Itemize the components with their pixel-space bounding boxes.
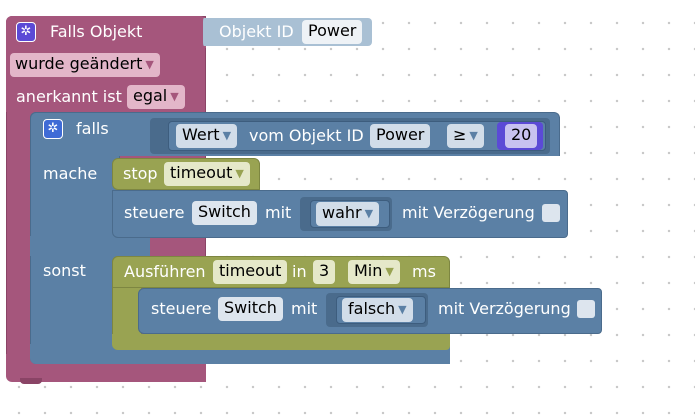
chevron-down-icon: ▼ xyxy=(398,303,407,316)
property-dropdown-text: Wert xyxy=(182,125,220,144)
ack-dropdown-text: egal xyxy=(133,86,168,105)
control-else-value-text: falsch xyxy=(348,299,396,318)
number-field[interactable]: 20 xyxy=(505,124,538,148)
operator-dropdown-text: ≥ xyxy=(453,125,467,144)
control-else-with: mit xyxy=(291,299,318,318)
number-field-text: 20 xyxy=(511,125,532,144)
object-id-label: Objekt ID xyxy=(219,22,294,41)
stop-timer-text: timeout xyxy=(170,163,233,182)
control-then-value-dropdown[interactable]: wahr▼ xyxy=(316,202,380,226)
trigger-dropdown-text: wurde geändert xyxy=(15,54,143,73)
condition-object-text: Power xyxy=(376,125,425,144)
condition-object-value[interactable]: Power xyxy=(370,124,431,148)
if-settings-icon[interactable]: ✲ xyxy=(43,119,63,139)
operator-dropdown[interactable]: ≥▼ xyxy=(447,124,484,148)
object-id-value[interactable]: Power xyxy=(302,20,363,44)
timeout-amount-text: 3 xyxy=(319,261,330,280)
timeout-in-label: in xyxy=(292,262,307,281)
chevron-down-icon: ▼ xyxy=(364,207,374,220)
event-block-bottom-notch xyxy=(20,378,42,384)
ack-label: anerkannt ist xyxy=(16,87,122,106)
stop-timer-dropdown[interactable]: timeout▼ xyxy=(164,162,250,186)
control-else-target-text: Switch xyxy=(224,298,277,317)
timeout-unit-text: Min xyxy=(354,261,383,280)
timeout-label: Ausführen xyxy=(124,262,206,281)
trigger-dropdown[interactable]: wurde geändert▼ xyxy=(10,53,160,77)
timeout-amount-field[interactable]: 3 xyxy=(313,260,336,284)
from-object-label: vom Objekt ID xyxy=(249,126,364,145)
timeout-unit-dropdown[interactable]: Min▼ xyxy=(348,260,400,284)
control-then-with: mit xyxy=(265,203,292,222)
stop-label: stop xyxy=(123,164,158,183)
chevron-down-icon: ▼ xyxy=(145,58,154,71)
event-settings-icon[interactable]: ✲ xyxy=(16,22,36,42)
then-label: mache xyxy=(43,164,98,183)
chevron-down-icon: ▼ xyxy=(222,129,232,142)
timeout-ms-label: ms xyxy=(412,262,436,281)
chevron-down-icon: ▼ xyxy=(235,167,244,180)
chevron-down-icon: ▼ xyxy=(170,90,179,103)
ack-dropdown[interactable]: egal▼ xyxy=(127,85,185,109)
timeout-timer-name[interactable]: timeout xyxy=(213,260,288,284)
if-then-else-divider xyxy=(30,236,150,256)
control-then-target-text: Switch xyxy=(198,202,251,221)
property-dropdown[interactable]: Wert▼ xyxy=(176,124,238,148)
else-label: sonst xyxy=(43,261,86,280)
event-title: Falls Objekt xyxy=(50,22,143,41)
control-then-value-text: wahr xyxy=(322,203,362,222)
object-id-text: Power xyxy=(308,21,357,40)
control-else-delay-checkbox[interactable] xyxy=(577,300,595,318)
timeout-footer xyxy=(112,334,450,350)
control-then-delay-label: mit Verzögerung xyxy=(402,203,535,222)
if-label: falls xyxy=(76,119,109,138)
event-block-header xyxy=(6,16,206,48)
control-then-delay-checkbox[interactable] xyxy=(542,204,560,222)
timeout-timer-text: timeout xyxy=(219,261,282,280)
control-else-target[interactable]: Switch xyxy=(218,297,283,321)
control-then-label: steuere xyxy=(124,203,185,222)
control-else-value-dropdown[interactable]: falsch▼ xyxy=(342,298,413,322)
chevron-down-icon: ▼ xyxy=(469,129,478,142)
control-else-delay-label: mit Verzögerung xyxy=(438,299,571,318)
chevron-down-icon: ▼ xyxy=(385,265,394,278)
control-else-label: steuere xyxy=(151,299,212,318)
control-then-target[interactable]: Switch xyxy=(192,201,257,225)
